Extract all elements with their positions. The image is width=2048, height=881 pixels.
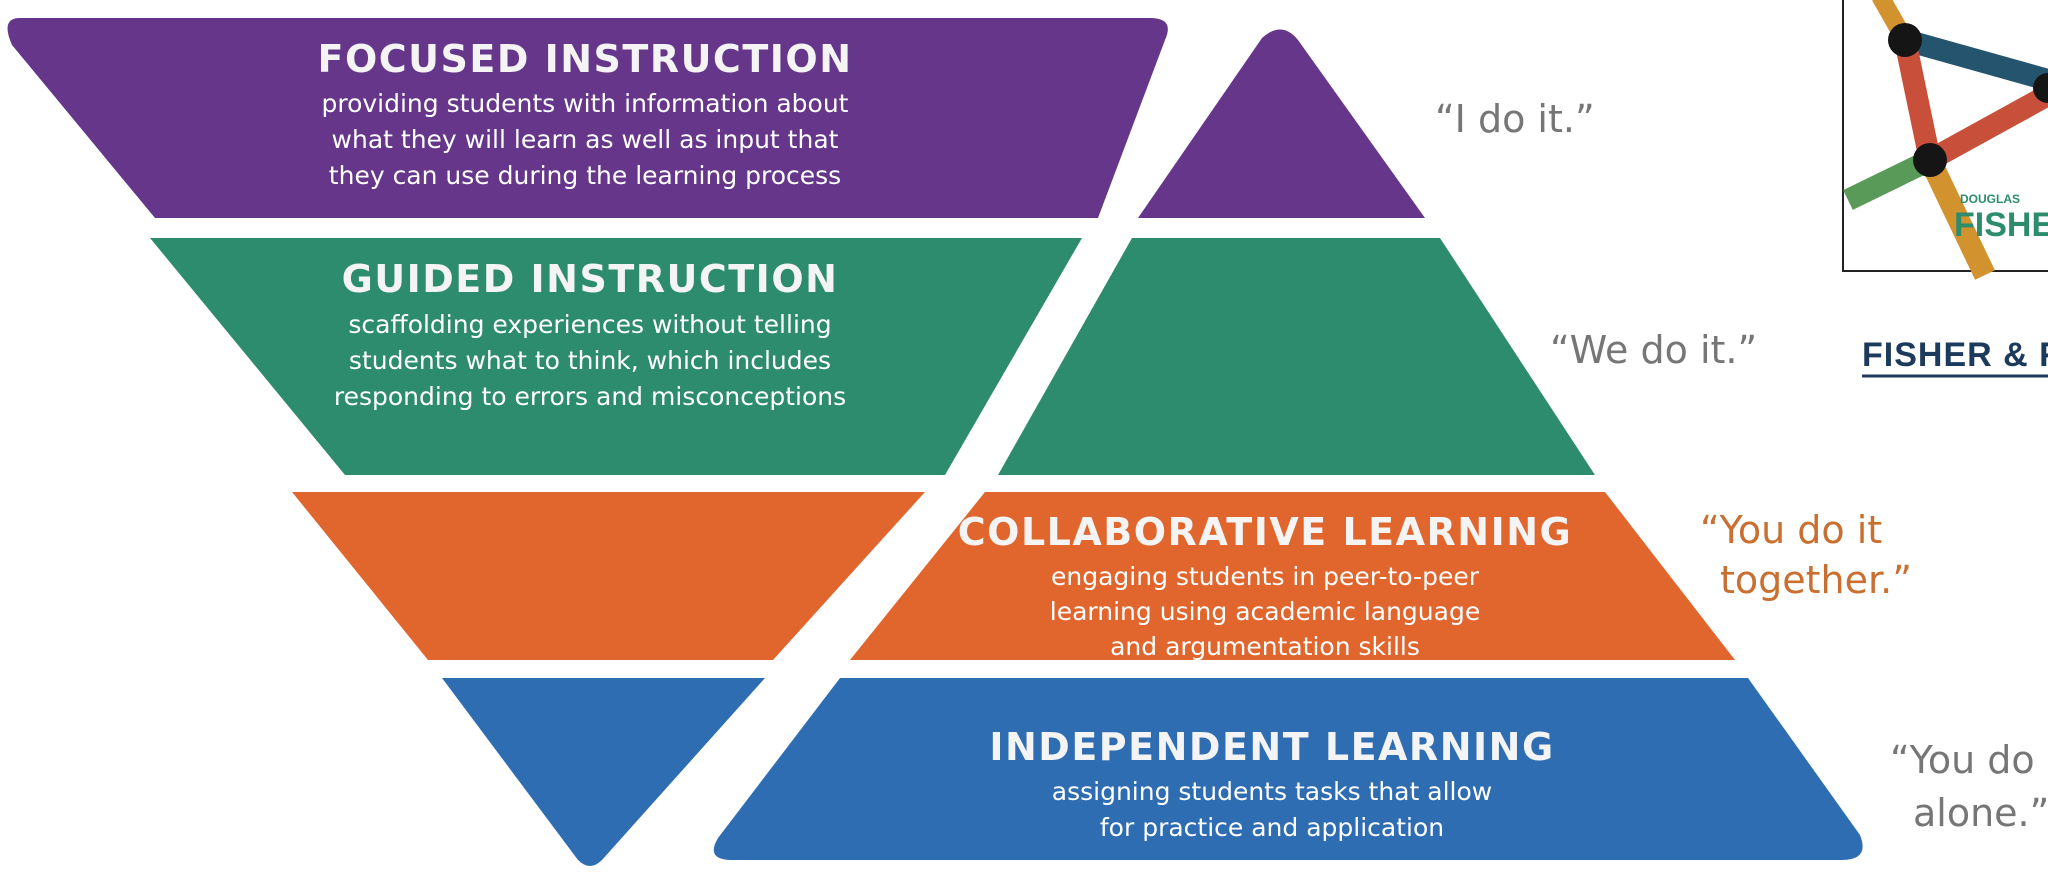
- inverted-band-guided: [150, 238, 1082, 475]
- inverted-band-independent: [442, 678, 765, 866]
- quote-we-do-it: “We do it.”: [1550, 328, 1757, 372]
- inverted-band-collaborative: [292, 492, 925, 660]
- collaborative-learning-desc-line: and argumentation skills: [1110, 632, 1420, 661]
- guided-instruction-desc-line: students what to think, which includes: [349, 346, 831, 375]
- collaborative-learning-desc-line: engaging students in peer-to-peer: [1051, 562, 1480, 591]
- upright-band-focused: [1138, 29, 1425, 219]
- guided-instruction-desc-line: scaffolding experiences without telling: [348, 310, 831, 339]
- independent-learning-desc-line: assigning students tasks that allow: [1052, 777, 1492, 806]
- fisher-frey-link-text[interactable]: FISHER & F: [1862, 336, 2048, 374]
- guided-instruction-desc-line: responding to errors and misconceptions: [334, 382, 846, 411]
- independent-learning-title: INDEPENDENT LEARNING: [989, 725, 1554, 769]
- logo-node-icon: [2033, 73, 2048, 103]
- quote-you-do-it-alone-line: “You do it: [1890, 738, 2048, 782]
- focused-instruction-desc-line: providing students with information abou…: [321, 89, 848, 118]
- guided-instruction-title: GUIDED INSTRUCTION: [342, 257, 839, 301]
- collaborative-learning-desc-line: learning using academic language: [1050, 597, 1480, 626]
- logo-node-icon: [1888, 23, 1922, 57]
- quote-i-do-it: “I do it.”: [1435, 97, 1595, 141]
- douglas-fisher-logo[interactable]: DOUGLAS FISHER: [1842, 0, 2048, 280]
- logo-text-small: DOUGLAS: [1960, 192, 2020, 206]
- quote-you-do-it-together-line: “You do it: [1700, 508, 1882, 552]
- focused-instruction-desc-line: they can use during the learning process: [329, 161, 841, 190]
- collaborative-learning-title: COLLABORATIVE LEARNING: [958, 510, 1572, 554]
- upright-band-collaborative: [850, 492, 1735, 660]
- fisher-frey-link[interactable]: FISHER & F: [1862, 336, 2048, 378]
- quote-you-do-it-together-line: together.”: [1720, 558, 1912, 602]
- independent-learning-desc-line: for practice and application: [1100, 813, 1444, 842]
- logo-node-icon: [1913, 143, 1947, 177]
- focused-instruction-title: FOCUSED INSTRUCTION: [317, 37, 852, 81]
- inverted-band-focused: [7, 18, 1168, 218]
- upright-band-guided: [998, 238, 1595, 475]
- focused-instruction-desc-line: what they will learn as well as input th…: [332, 125, 839, 154]
- quote-you-do-it-alone-line: alone.”: [1913, 791, 2048, 835]
- upright-band-independent: [713, 678, 1863, 860]
- logo-text-big: FISHER: [1954, 206, 2048, 244]
